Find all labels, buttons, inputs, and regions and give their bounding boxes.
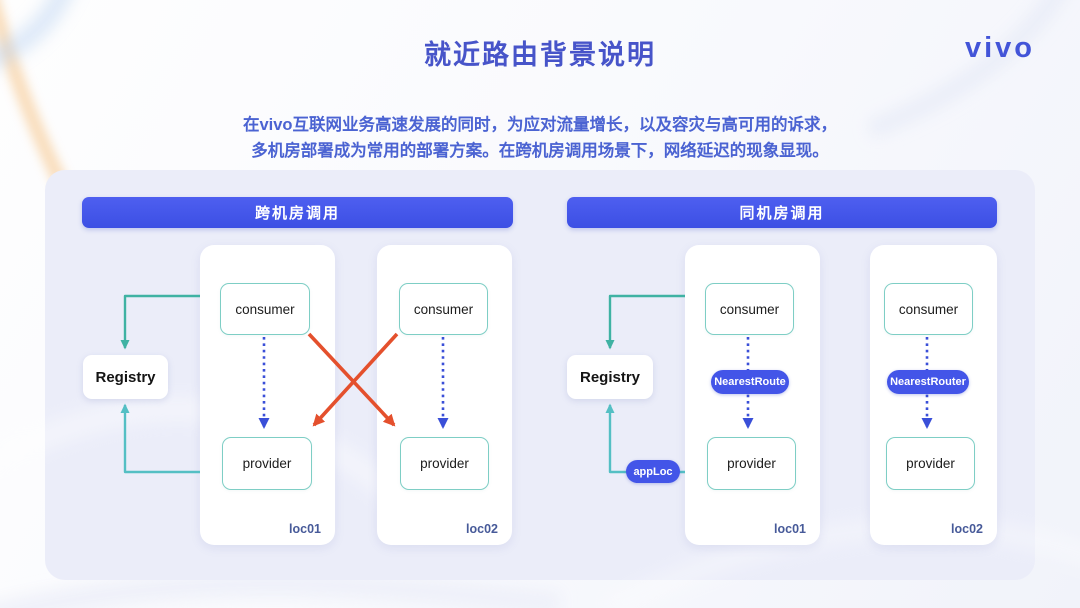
consumer-node-left-loc02: consumer — [399, 283, 488, 335]
description-line-1: 在vivo互联网业务高速发展的同时，为应对流量增长，以及容灾与高可用的诉求， — [242, 116, 838, 134]
description: 在vivo互联网业务高速发展的同时，为应对流量增长，以及容灾与高可用的诉求， 多… — [0, 112, 1080, 164]
consumer-node-right-loc01: consumer — [705, 283, 794, 335]
consumer-node-left-loc01: consumer — [220, 283, 310, 335]
page-title: 就近路由背景说明 — [424, 40, 656, 70]
registry-node-left: Registry — [83, 355, 168, 399]
loc-label: loc02 — [951, 522, 983, 536]
provider-node-right-loc02: provider — [886, 437, 975, 490]
loc-label: loc01 — [289, 522, 321, 536]
provider-node-right-loc01: provider — [707, 437, 796, 490]
provider-node-left-loc01: provider — [222, 437, 312, 490]
registry-node-right: Registry — [567, 355, 653, 399]
apploc-badge: appLoc — [626, 460, 680, 483]
provider-node-left-loc02: provider — [400, 437, 489, 490]
loc-label: loc02 — [466, 522, 498, 536]
bottom-wave-decoration — [0, 571, 562, 608]
nearest-router-badge-loc02: NearestRouter — [887, 370, 969, 394]
loc-label: loc01 — [774, 522, 806, 536]
nearest-route-badge-loc01: NearestRoute — [711, 370, 789, 394]
section-header-same-datacenter: 同机房调用 — [567, 197, 997, 228]
consumer-node-right-loc02: consumer — [884, 283, 973, 335]
vivo-logo: vivo — [964, 32, 1035, 64]
description-line-2: 多机房部署成为常用的部署方案。在跨机房调用场景下，网络延迟的现象显现。 — [251, 142, 829, 160]
section-header-cross-datacenter: 跨机房调用 — [82, 197, 513, 228]
